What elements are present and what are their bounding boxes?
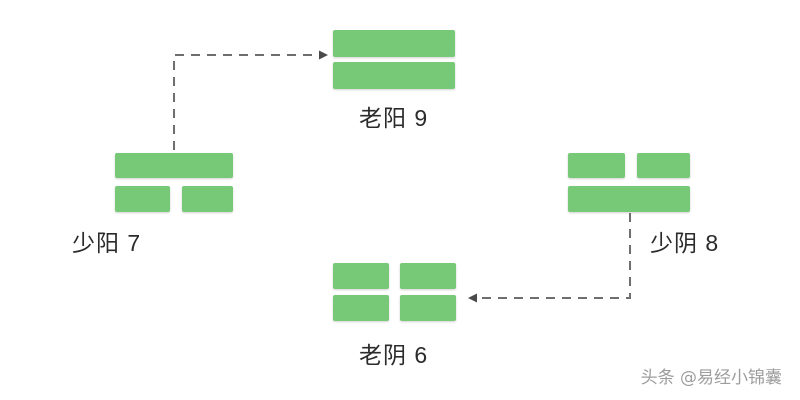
yao-line-solid bbox=[333, 62, 455, 89]
yao-line-broken-left bbox=[568, 153, 625, 178]
symbol-label-shaoyin: 少阴 8 bbox=[650, 230, 720, 256]
yao-line-broken-right bbox=[400, 295, 456, 321]
symbol-label-shaoyang: 少阳 7 bbox=[72, 230, 142, 256]
yao-line-broken-left bbox=[115, 186, 170, 212]
yao-line-broken-left bbox=[333, 295, 389, 321]
watermark: 头条 @易经小锦囊 bbox=[640, 368, 782, 388]
yao-line-solid bbox=[568, 186, 690, 212]
yao-line-solid bbox=[333, 30, 455, 57]
yao-line-broken-right bbox=[637, 153, 690, 178]
yao-line-broken-right bbox=[182, 186, 233, 212]
symbol-label-laoyin: 老阴 6 bbox=[359, 342, 429, 368]
yao-line-solid bbox=[115, 153, 233, 178]
arrow-shaoyin-to-laoyin bbox=[468, 213, 631, 303]
arrow-shaoyang-to-laoyang bbox=[173, 50, 328, 150]
yao-line-broken-right bbox=[400, 263, 456, 289]
symbol-label-laoyang: 老阳 9 bbox=[359, 105, 429, 131]
yao-line-broken-left bbox=[333, 263, 389, 289]
